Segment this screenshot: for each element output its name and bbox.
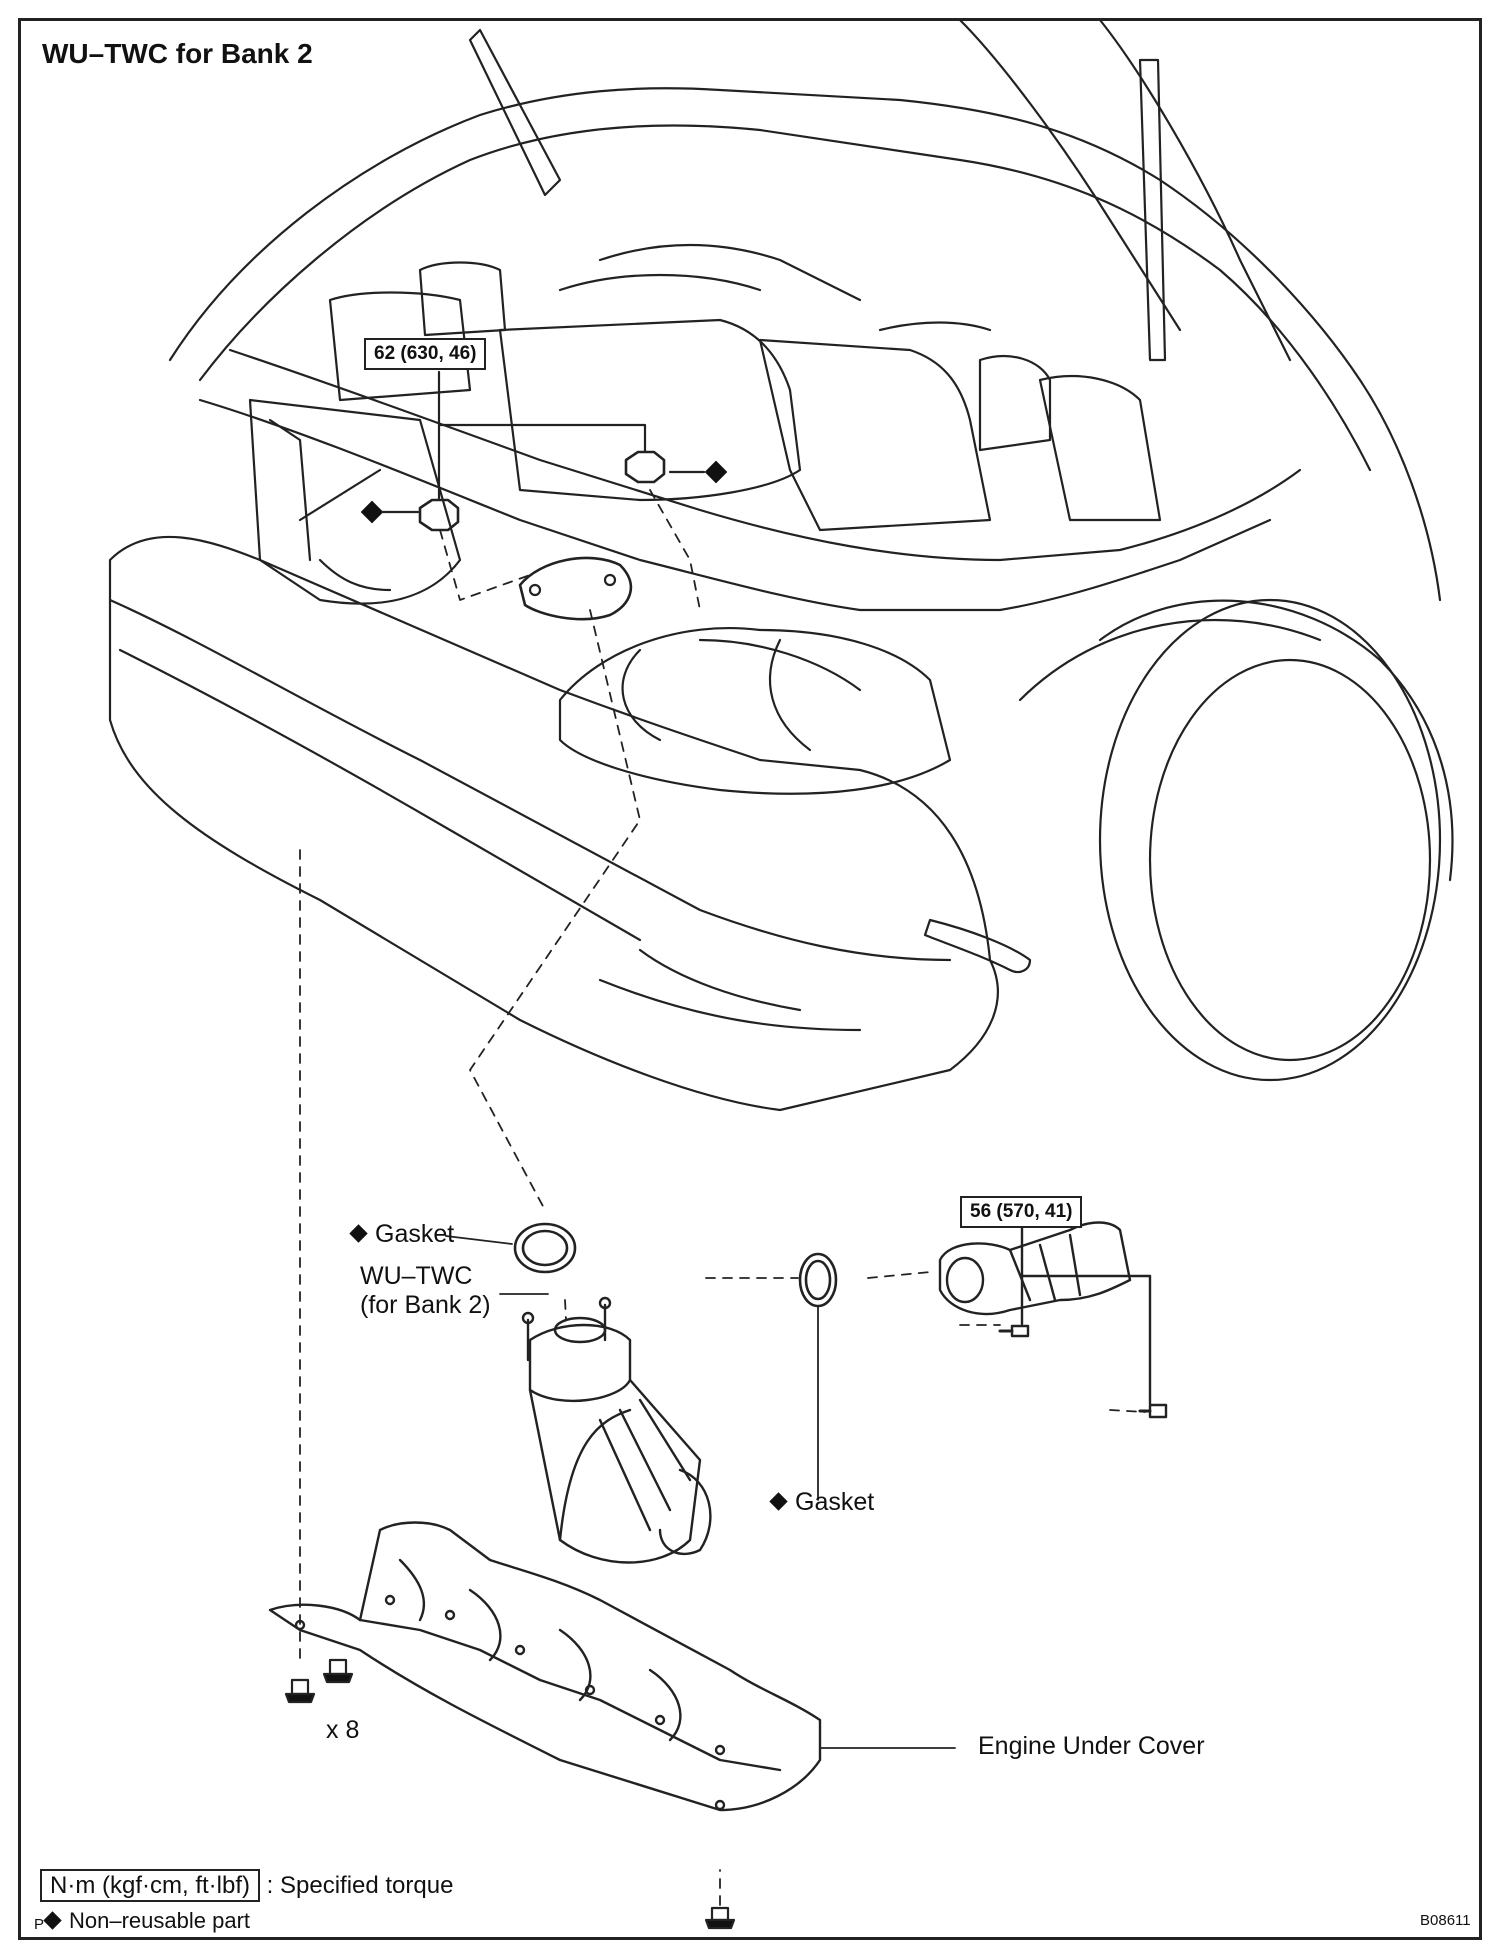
diagram-frame	[18, 18, 1482, 1940]
non-reusable-diamond-icon	[769, 1492, 788, 1511]
wu-twc-converter-drawing	[521, 1296, 712, 1564]
label-leader-lines	[445, 1235, 956, 1749]
assembly-leader-lines	[299, 489, 1146, 1906]
wu-twc-label-line2: (for Bank 2)	[360, 1290, 491, 1319]
engine-under-cover-drawing	[268, 1521, 822, 1812]
gasket-lower-text: Gasket	[795, 1488, 875, 1516]
wu-twc-label: WU–TWC (for Bank 2)	[360, 1262, 491, 1320]
torque-legend-text: : Specified torque	[266, 1872, 454, 1899]
engine-under-cover-label: Engine Under Cover	[978, 1732, 1205, 1760]
torque-spec-pipe-bolts: 56 (570, 41)	[960, 1196, 1083, 1228]
corner-mark: P	[34, 1916, 45, 1934]
cover-bolts	[284, 1658, 736, 1930]
torque-spec-manifold-nuts: 62 (630, 46)	[364, 338, 487, 370]
non-reusable-diamond-icon	[43, 1910, 62, 1930]
non-reusable-diamond-icon	[349, 1224, 368, 1243]
gasket-parts	[513, 1222, 838, 1308]
exhaust-pipe-drawing	[938, 1221, 1168, 1419]
diagram-title: WU–TWC for Bank 2	[42, 38, 313, 69]
gasket-upper-label: Gasket	[349, 1220, 455, 1249]
figure-code: B08611	[1420, 1912, 1471, 1929]
vehicle-front-drawing	[108, 18, 1454, 1112]
non-reusable-legend-text: Non–reusable part	[69, 1908, 251, 1933]
torque-unit-box: N·m (kgf·cm, ft·lbf)	[40, 1869, 260, 1902]
torque-legend: N·m (kgf·cm, ft·lbf) : Specified torque	[40, 1869, 454, 1902]
gasket-lower-label: Gasket	[769, 1488, 875, 1517]
bolt-count-label: x 8	[326, 1716, 360, 1744]
non-reusable-legend: P Non–reusable part	[34, 1908, 250, 1933]
gasket-upper-text: Gasket	[375, 1220, 455, 1248]
wu-twc-label-line1: WU–TWC	[360, 1262, 473, 1290]
manifold-mounting-points	[360, 370, 728, 621]
